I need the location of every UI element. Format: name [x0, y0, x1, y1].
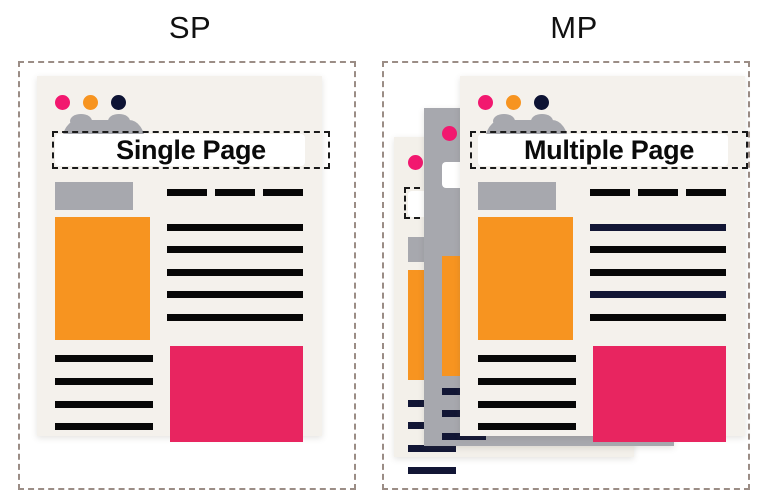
mp-pink-image-block [593, 346, 726, 442]
mp-nav-dash [686, 189, 726, 196]
sp-footer-line [55, 355, 153, 362]
sp-nav-dash [263, 189, 303, 196]
sp-document-card [37, 76, 322, 442]
mp-gray-placeholder-block [478, 182, 556, 210]
sp-body-line [167, 224, 303, 231]
sp-nav-dash [167, 189, 207, 196]
panel-title-sp: SP [168, 10, 212, 45]
mp-body-line [590, 246, 726, 253]
dot-pink-icon[interactable] [55, 95, 70, 110]
sp-gray-placeholder-block [55, 182, 133, 210]
mp-body-line [590, 269, 726, 276]
dot-pink-icon[interactable] [478, 95, 493, 110]
mp-footer-line [478, 401, 576, 408]
mp-body-line [590, 314, 726, 321]
mp-search-field[interactable] [478, 134, 728, 166]
sp-footer-line [55, 423, 153, 430]
sp-orange-image-block [55, 217, 150, 340]
sp-search-field[interactable] [55, 134, 305, 166]
panel-title-mp: MP [550, 10, 598, 45]
mp-back1-line [408, 445, 456, 452]
callout-label-mp: Multiple Page [523, 134, 695, 165]
mp-nav-dash [590, 189, 630, 196]
mp-footer-line [478, 378, 576, 385]
mp-orange-image-block [478, 217, 573, 340]
sp-pink-image-block [170, 346, 303, 442]
sp-footer-line [55, 401, 153, 408]
mp-body-line [590, 291, 726, 298]
mp-footer-line [478, 423, 576, 430]
dot-navy-icon[interactable] [534, 95, 549, 110]
sp-body-line [167, 314, 303, 321]
dot-pink-icon [408, 155, 423, 170]
sp-body-line [167, 246, 303, 253]
dot-navy-icon[interactable] [111, 95, 126, 110]
panel-sp [18, 61, 356, 490]
sp-body-line [167, 291, 303, 298]
callout-mp: Multiple Page [470, 131, 748, 169]
mp-footer-line [478, 355, 576, 362]
sp-body-line [167, 269, 303, 276]
sp-footer-line [55, 378, 153, 385]
mp-body-line [590, 224, 726, 231]
mp-nav-dash [638, 189, 678, 196]
dot-pink-icon [442, 126, 457, 141]
sp-nav-dash [215, 189, 255, 196]
dot-orange-icon[interactable] [83, 95, 98, 110]
callout-label-sp: Single Page [116, 134, 266, 165]
dot-orange-icon[interactable] [506, 95, 521, 110]
callout-sp: Single Page [52, 131, 330, 169]
mp-back1-line [408, 467, 456, 474]
mp-back2-line [442, 433, 486, 440]
mp-document-card [460, 76, 745, 442]
panel-mp [382, 61, 750, 490]
